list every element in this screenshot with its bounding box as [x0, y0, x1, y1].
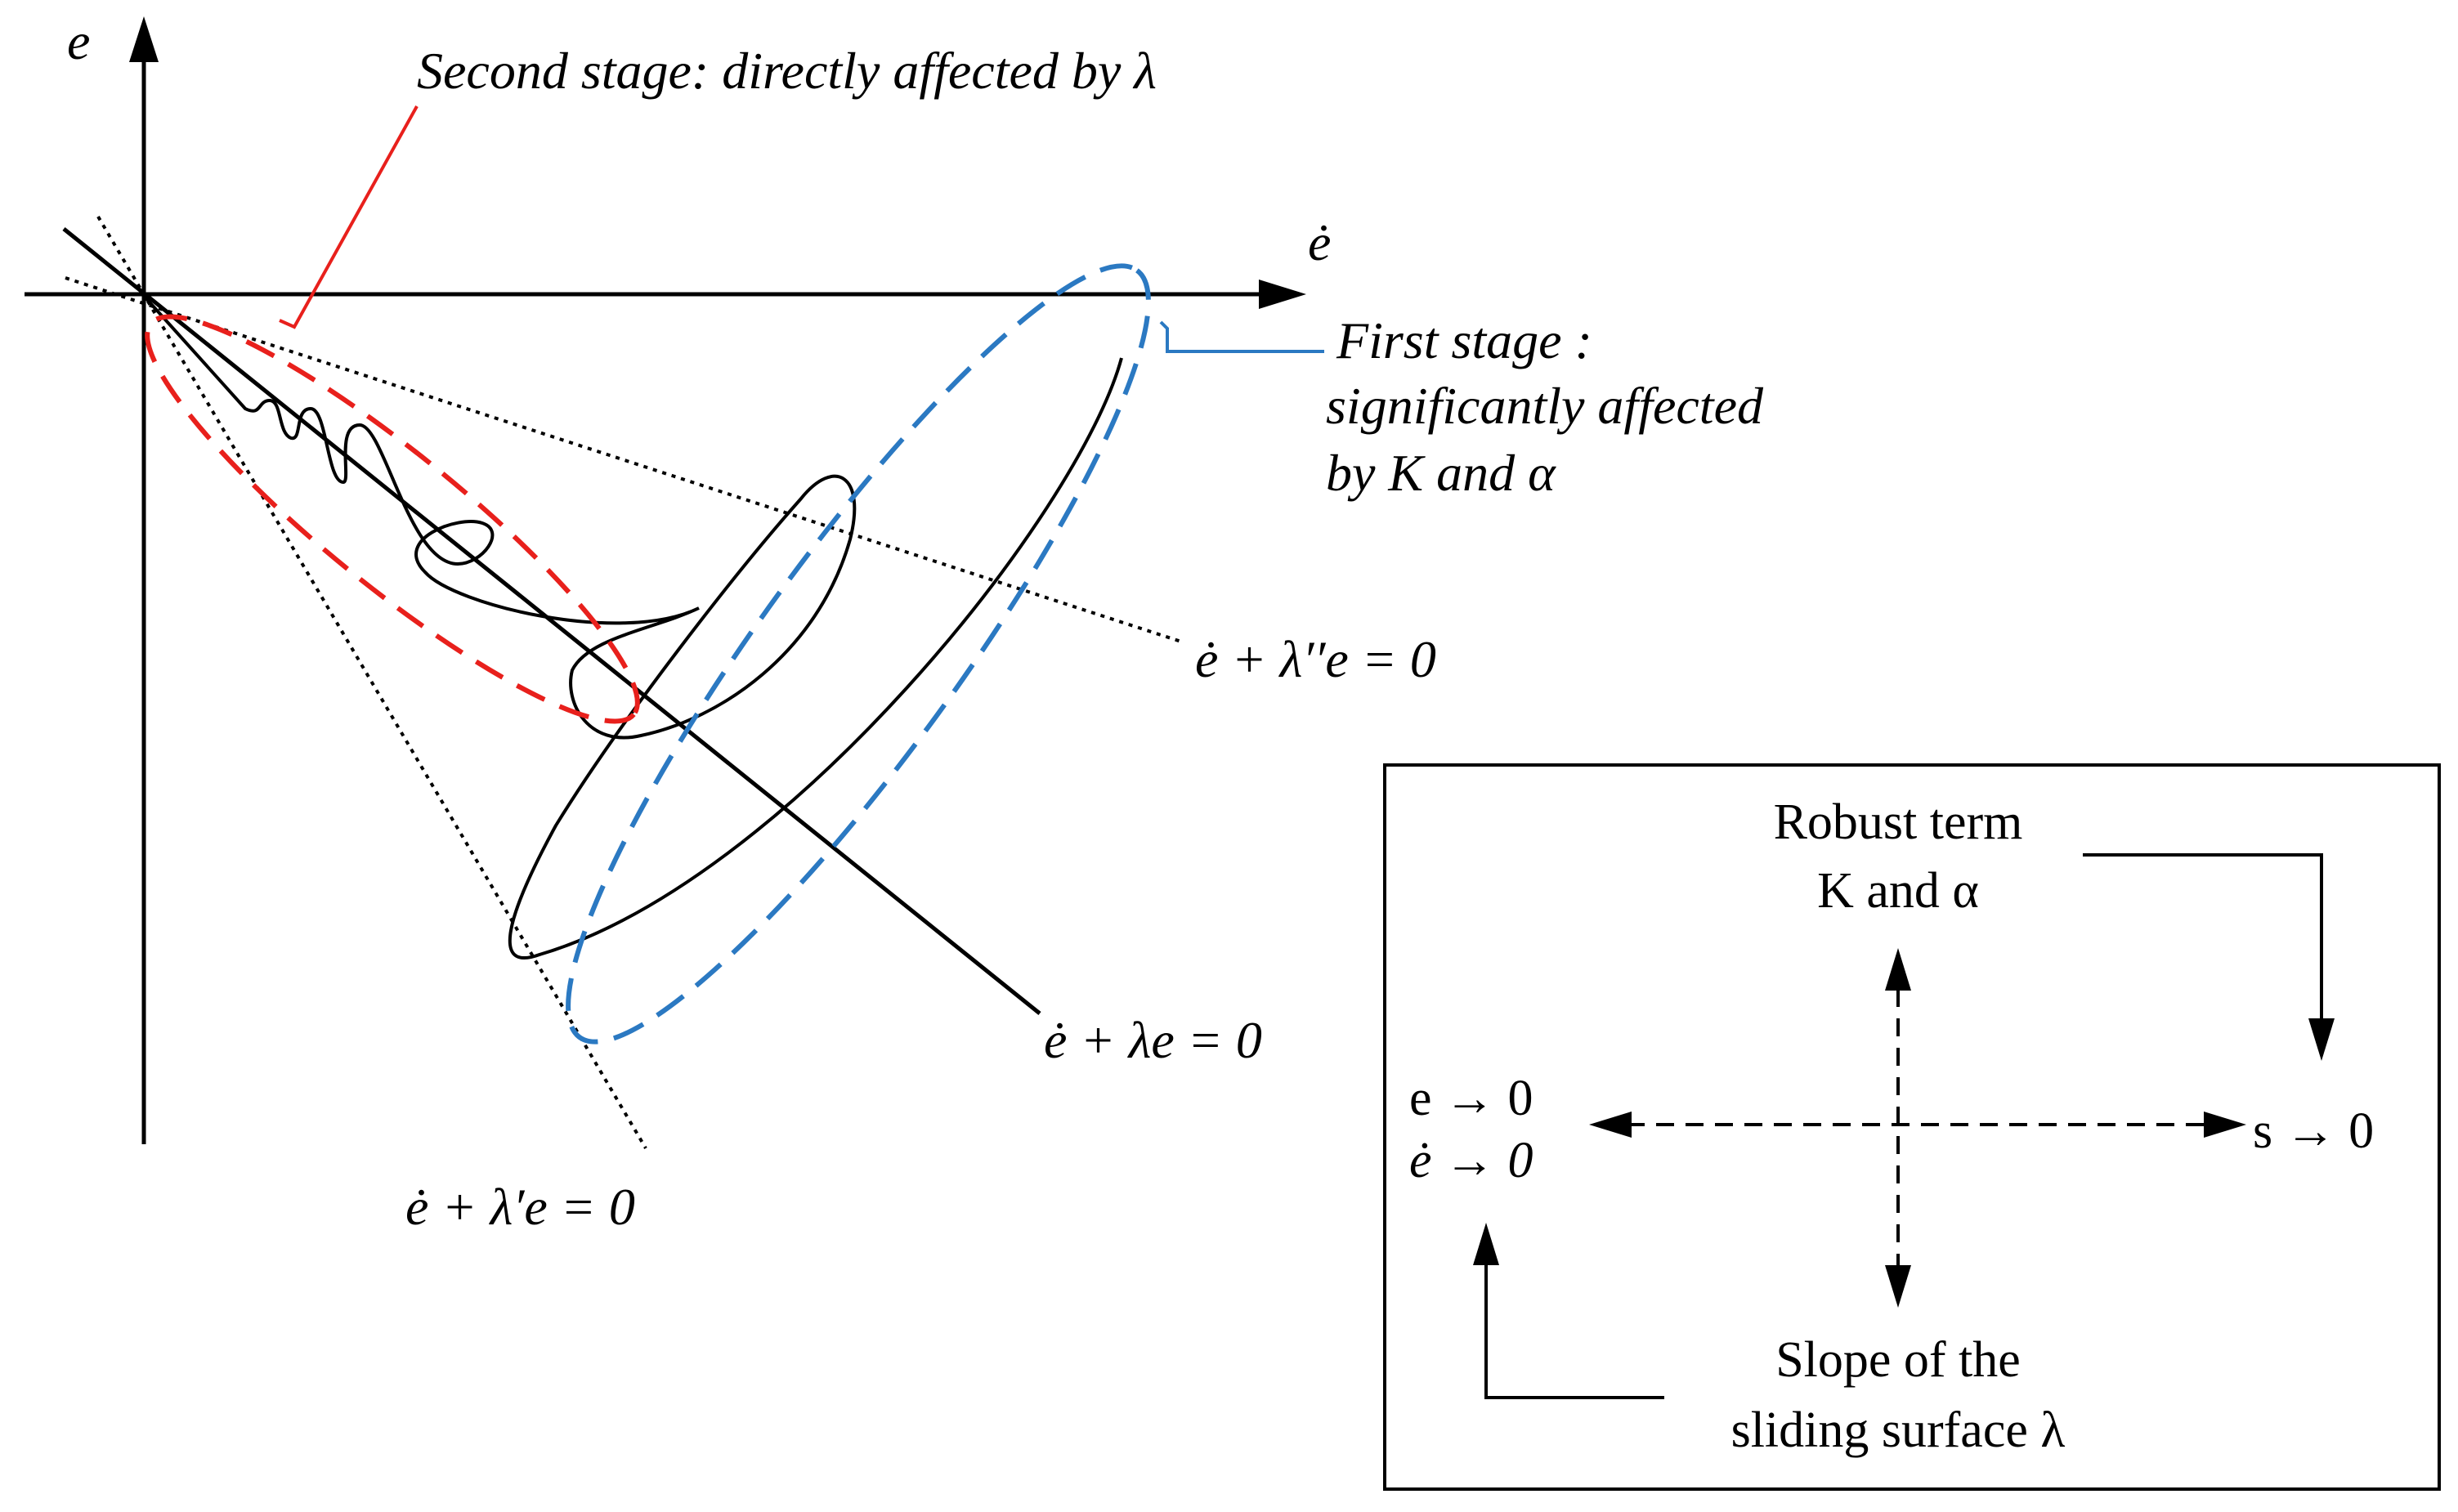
equation-lambda-double-prime: ė + λ′′e = 0 [1195, 630, 1436, 688]
first-stage-label-line3: by K and α [1326, 444, 1556, 502]
first-stage-callout: First stage : significantly affected by … [1159, 311, 1764, 502]
second-stage-callout: Second stage: directly affected by λ [279, 42, 1157, 329]
sliding-lines [62, 215, 1182, 1150]
first-stage-leader [1159, 320, 1324, 353]
left-condition-line1: e → 0 [1409, 1071, 1533, 1126]
horizontal-axis-label: ė [1308, 213, 1331, 271]
second-stage-label: Second stage: directly affected by λ [417, 42, 1157, 100]
slope-line2: sliding surface λ [1731, 1402, 2066, 1458]
second-stage-leader [279, 105, 419, 329]
equation-lambda-prime: ė + λ′e = 0 [405, 1178, 635, 1236]
state-trajectory [142, 294, 1123, 960]
slope-line1: Slope of the [1775, 1332, 2021, 1388]
right-condition: s → 0 [2253, 1103, 2374, 1159]
robust-term-line1: Robust term [1774, 794, 2023, 850]
vertical-arrowhead-bottom [1885, 1265, 1911, 1308]
vertical-arrowhead-top [1885, 948, 1911, 991]
robust-to-s-arrowhead [2308, 1018, 2335, 1061]
horizontal-arrowhead-right [2204, 1112, 2246, 1138]
robust-to-s-arrow [2083, 853, 2323, 1025]
sliding-line-lambda-prime [96, 215, 647, 1150]
first-stage-label-line2: significantly affected [1326, 377, 1764, 435]
robust-term-line2: K and α [1817, 863, 1979, 919]
slope-to-e-arrowhead [1473, 1223, 1499, 1265]
horizontal-axis-arrowhead [1259, 280, 1306, 309]
legend-box: Robust term K and α Slope of the sliding… [1383, 763, 2441, 1491]
axes: e ė [25, 12, 1331, 1144]
red-stage-ellipse [145, 314, 640, 724]
vertical-axis-arrowhead [129, 16, 159, 62]
equation-main: ė + λe = 0 [1044, 1011, 1262, 1069]
vertical-axis-label: e [67, 12, 90, 70]
left-condition-line2: ė → 0 [1409, 1133, 1533, 1188]
horizontal-arrowhead-left [1589, 1112, 1632, 1138]
legend-box-frame [1383, 763, 2441, 1491]
blue-stage-ellipse [566, 263, 1151, 1045]
sliding-line-main [62, 227, 1041, 1015]
first-stage-label-line1: First stage : [1336, 311, 1592, 369]
slope-to-e-arrow [1484, 1264, 1664, 1399]
